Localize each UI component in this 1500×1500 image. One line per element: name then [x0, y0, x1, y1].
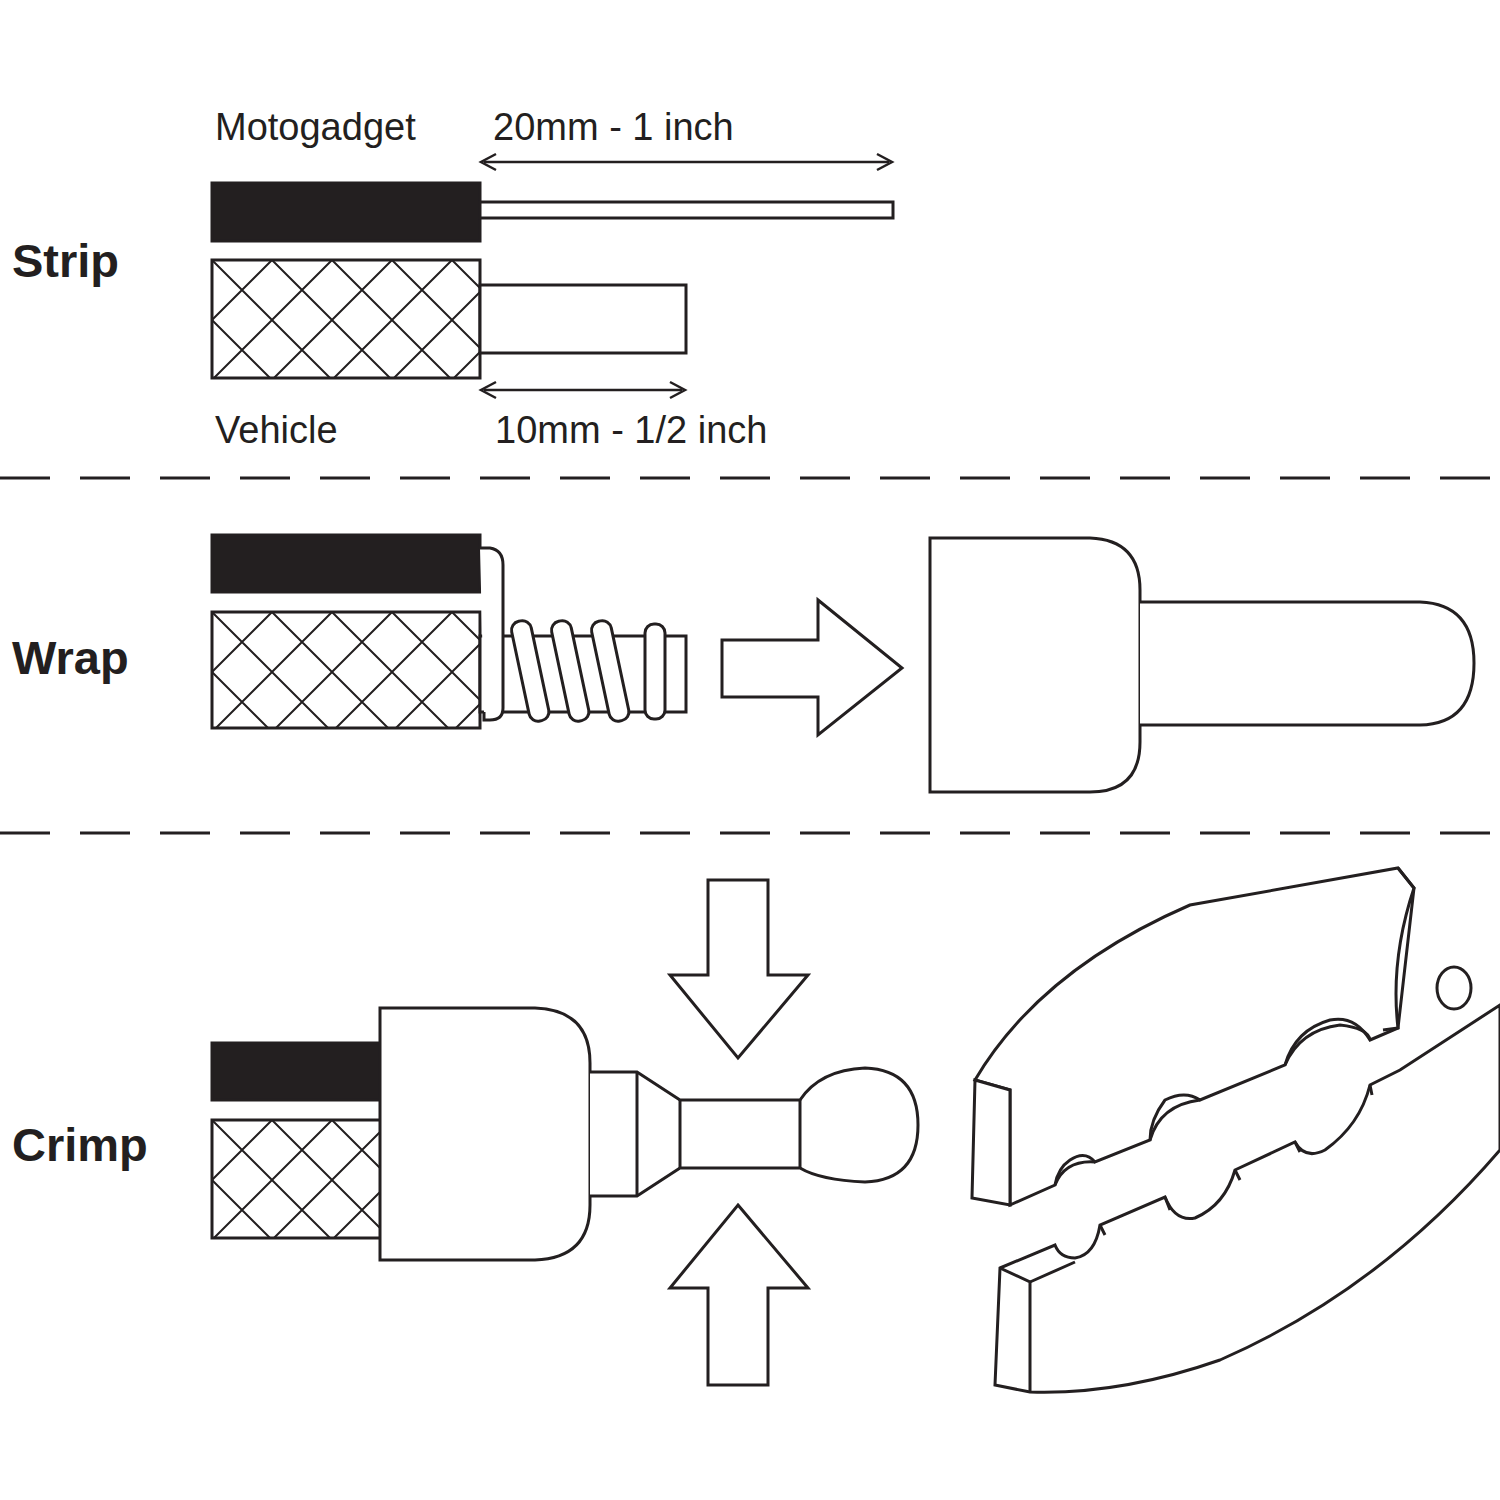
crimp-edge — [799, 1100, 802, 1168]
step-label: Crimp — [12, 1121, 148, 1168]
plier-jaw-face — [1000, 1268, 1030, 1392]
vehicle-cable — [212, 1120, 382, 1238]
wire-bend — [480, 548, 503, 720]
separator — [0, 832, 1500, 835]
cable-label: Motogadget — [215, 108, 416, 146]
thin-conductor — [480, 202, 893, 218]
crimp-edge — [636, 1072, 639, 1196]
dimension-line — [484, 389, 682, 392]
crimped-ferrule — [590, 1068, 918, 1196]
ferrule-collar — [380, 1008, 590, 1260]
crimp-edge — [679, 1100, 682, 1168]
vehicle-conductor — [480, 285, 686, 353]
coil-turn — [645, 624, 665, 719]
wire-coils — [510, 619, 665, 723]
dimension-label: 20mm - 1 inch — [493, 108, 734, 146]
dimension-arrowheads — [481, 382, 685, 398]
plier-jaw-face — [972, 1080, 1010, 1205]
plier-lower-jaw — [995, 1005, 1500, 1392]
motogadget-cable — [212, 183, 480, 241]
ferrule-collar — [930, 538, 1140, 792]
coil-turn — [590, 619, 631, 723]
coil-turn — [510, 619, 551, 723]
dimension-arrowheads — [481, 154, 892, 170]
step-label: Strip — [12, 237, 119, 284]
dimension-line — [484, 161, 889, 164]
ferrule-tube — [1140, 602, 1474, 725]
press-arrow — [670, 880, 808, 1058]
cable-label: Vehicle — [215, 411, 338, 449]
plier-edge — [1383, 868, 1414, 1030]
separator — [0, 477, 1500, 480]
plier-teeth-edge — [1030, 1085, 1372, 1282]
step-arrow — [722, 600, 902, 735]
press-arrow — [670, 1205, 808, 1385]
vehicle-cable — [212, 260, 480, 378]
step-label: Wrap — [12, 634, 129, 681]
plier-pivot — [1437, 967, 1471, 1009]
motogadget-cable — [212, 535, 480, 592]
dimension-label: 10mm - 1/2 inch — [495, 411, 767, 449]
motogadget-cable — [212, 1043, 382, 1100]
vehicle-cable — [212, 612, 480, 728]
coil-turn — [550, 619, 591, 723]
